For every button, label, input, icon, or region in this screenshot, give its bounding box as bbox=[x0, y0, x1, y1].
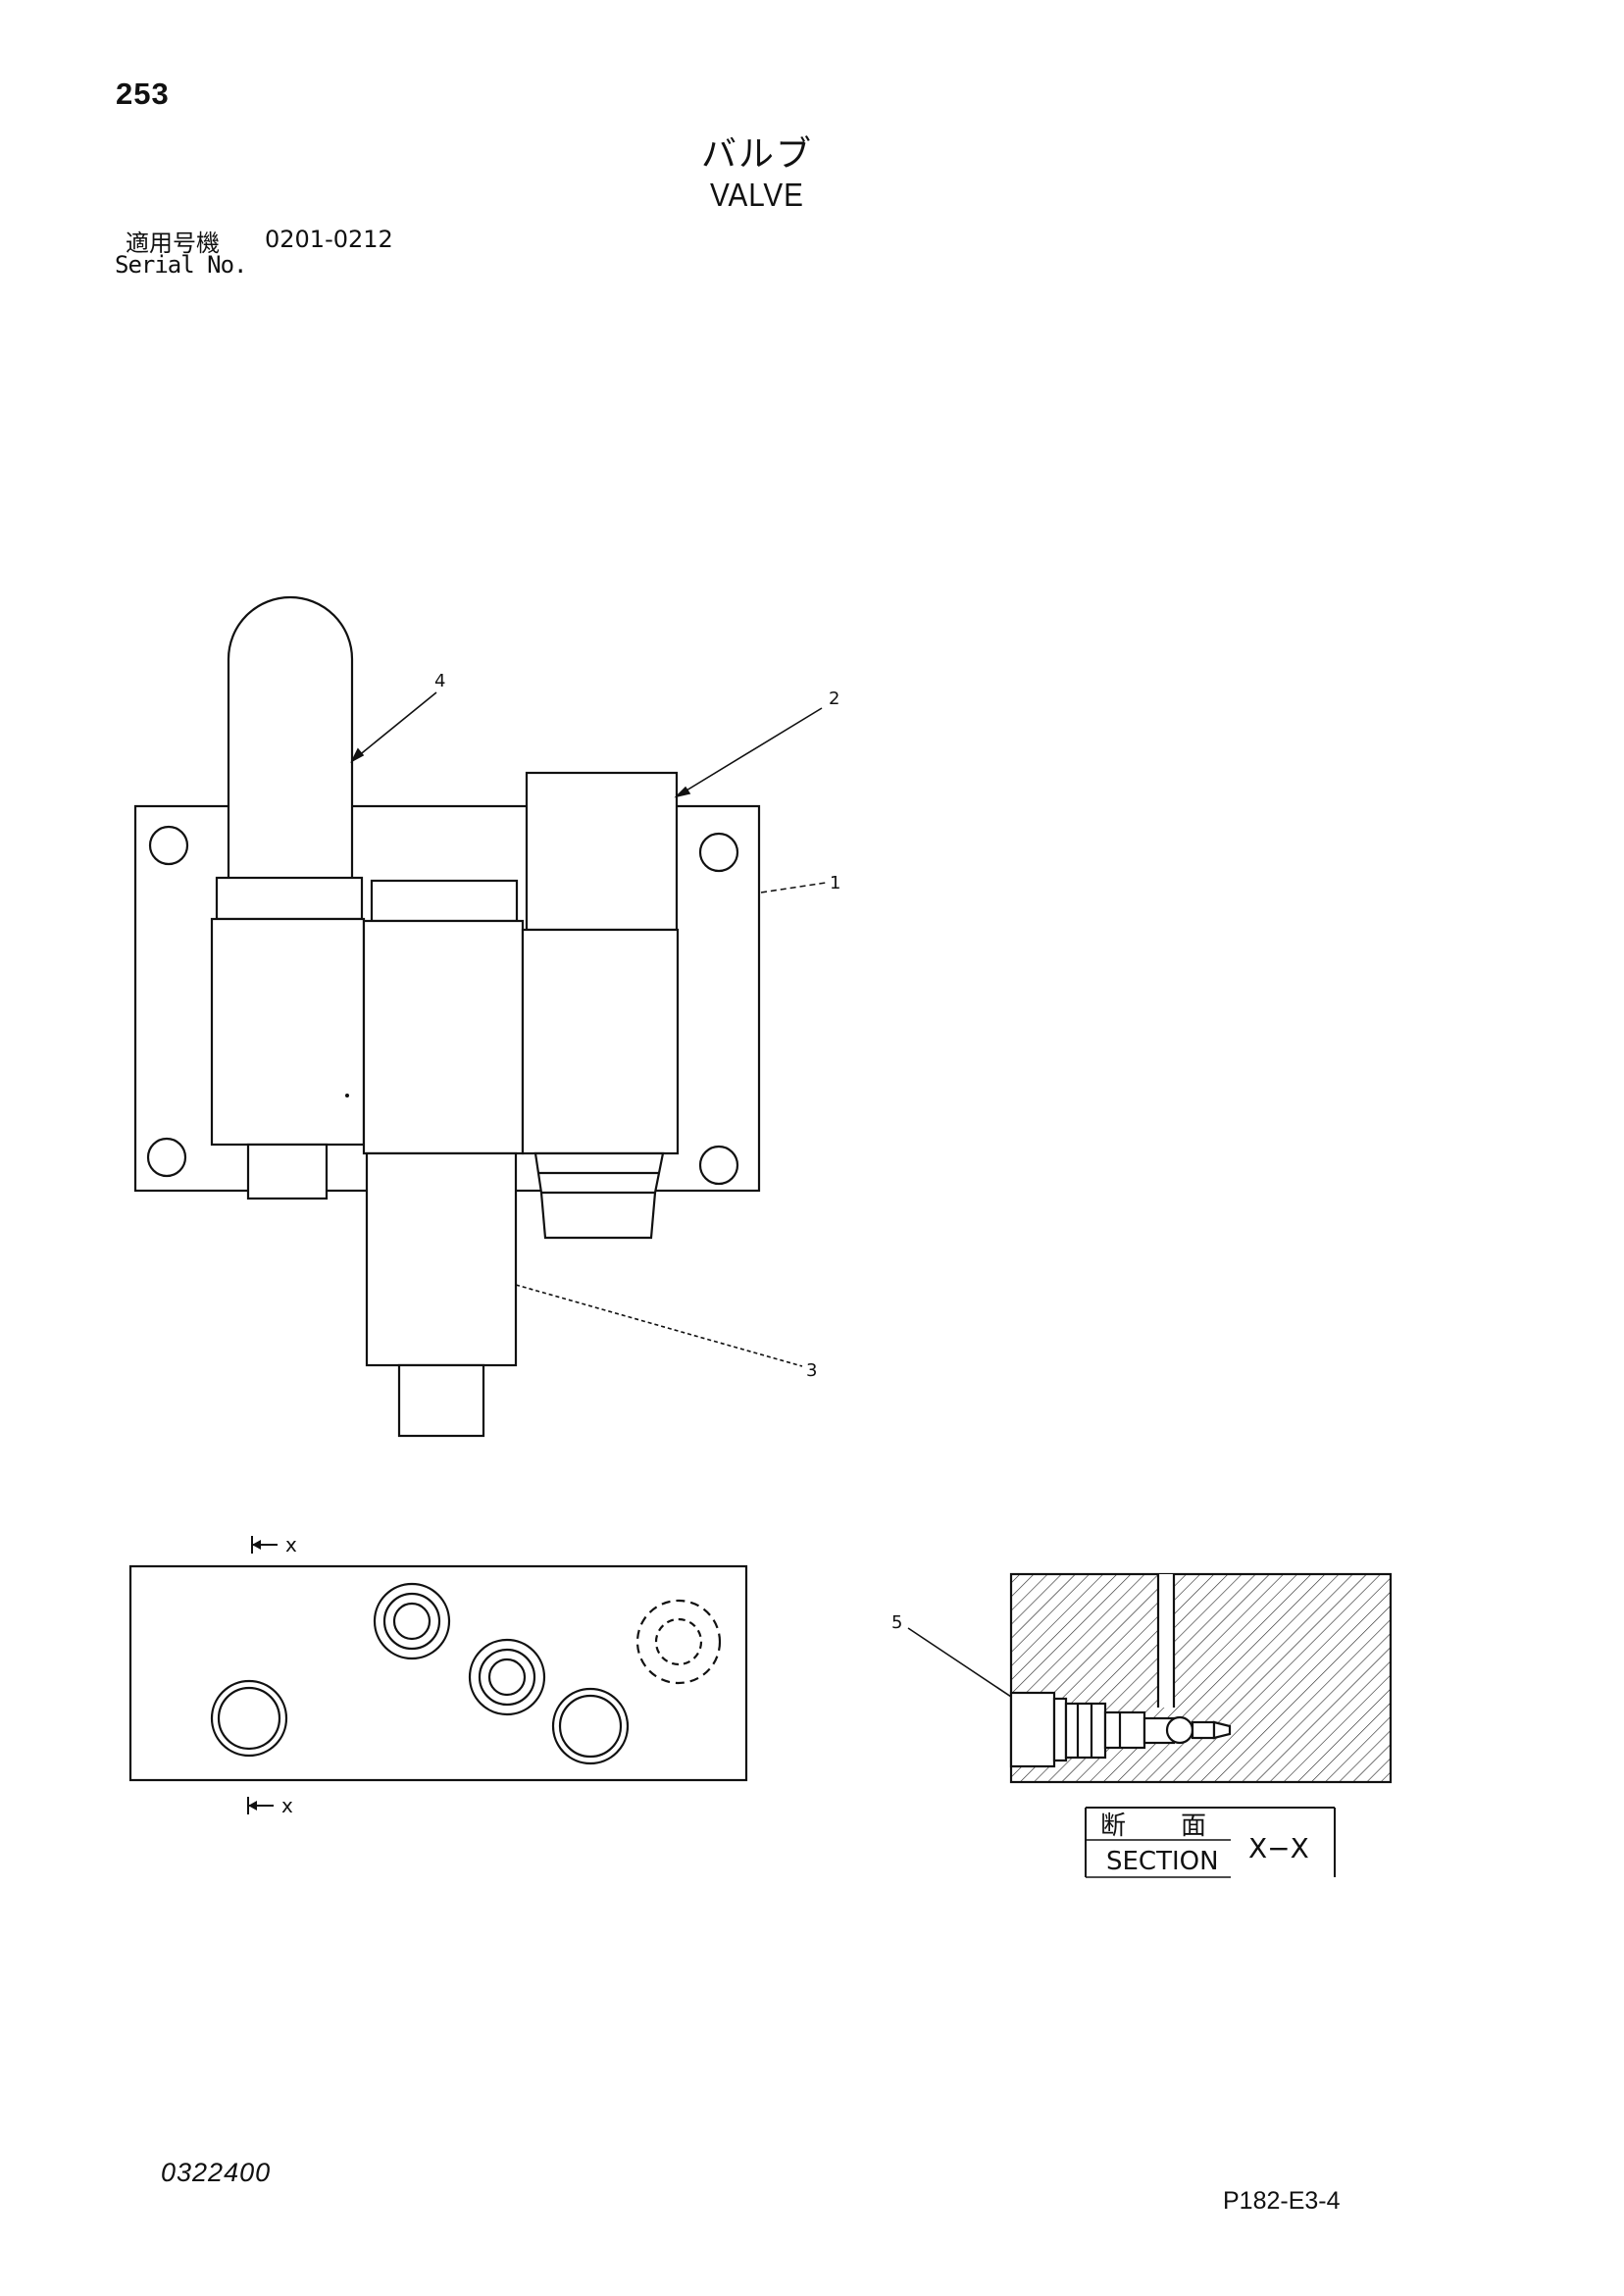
solenoid-neck bbox=[215, 876, 364, 921]
callout-3: 3 bbox=[806, 1360, 817, 1381]
section-view bbox=[1009, 1572, 1393, 1784]
solenoid-capsule bbox=[227, 595, 354, 878]
mount-hole bbox=[698, 832, 739, 873]
section-marker-top: x bbox=[285, 1533, 297, 1556]
serial-label-japanese: 適用号機 bbox=[126, 230, 220, 257]
valve-cap-right bbox=[525, 771, 679, 932]
callout-5: 5 bbox=[891, 1612, 902, 1633]
callout-4: 4 bbox=[434, 671, 445, 691]
mount-hole bbox=[146, 1137, 187, 1178]
serial-range: 0201-0212 bbox=[265, 226, 393, 253]
title-english: VALVE bbox=[710, 177, 804, 213]
valve-nozzle-right bbox=[533, 1151, 665, 1240]
title-japanese: バルブ bbox=[701, 134, 814, 175]
port bbox=[373, 1582, 451, 1660]
section-label-box: 断 面 SECTION X−X bbox=[1085, 1807, 1336, 1878]
port bbox=[210, 1679, 288, 1758]
document-code: 0322400 bbox=[161, 2158, 272, 2187]
mount-hole bbox=[698, 1145, 739, 1186]
top-view bbox=[128, 1536, 748, 1814]
page-reference: P182-E3-4 bbox=[1223, 2187, 1341, 2215]
page-number: 253 bbox=[116, 77, 170, 111]
valve-block-left bbox=[210, 917, 366, 1147]
port bbox=[468, 1638, 546, 1716]
section-designation: X−X bbox=[1248, 1832, 1309, 1864]
callout-1: 1 bbox=[830, 873, 840, 893]
valve-neck-center bbox=[370, 879, 519, 923]
callout-2: 2 bbox=[829, 689, 839, 709]
valve-body-lower-tip bbox=[397, 1363, 485, 1438]
serial-label-english: Serial No. bbox=[115, 251, 247, 279]
section-marker-bottom: x bbox=[281, 1794, 293, 1817]
port bbox=[551, 1687, 630, 1765]
valve-block-center bbox=[362, 919, 525, 1155]
front-view bbox=[133, 595, 761, 1438]
valve-block-right bbox=[521, 928, 680, 1155]
port bbox=[635, 1599, 722, 1685]
manifold-plate bbox=[128, 1564, 748, 1782]
section-label-en: SECTION bbox=[1106, 1847, 1219, 1876]
lower-fitting bbox=[246, 1143, 329, 1200]
callout-labels: 4 2 1 3 5 bbox=[434, 671, 902, 1633]
mount-hole bbox=[148, 825, 189, 866]
valve-body-lower bbox=[365, 1151, 518, 1367]
section-label-jp-left: 断 bbox=[1100, 1811, 1126, 1841]
section-label-jp-right: 面 bbox=[1181, 1811, 1206, 1841]
